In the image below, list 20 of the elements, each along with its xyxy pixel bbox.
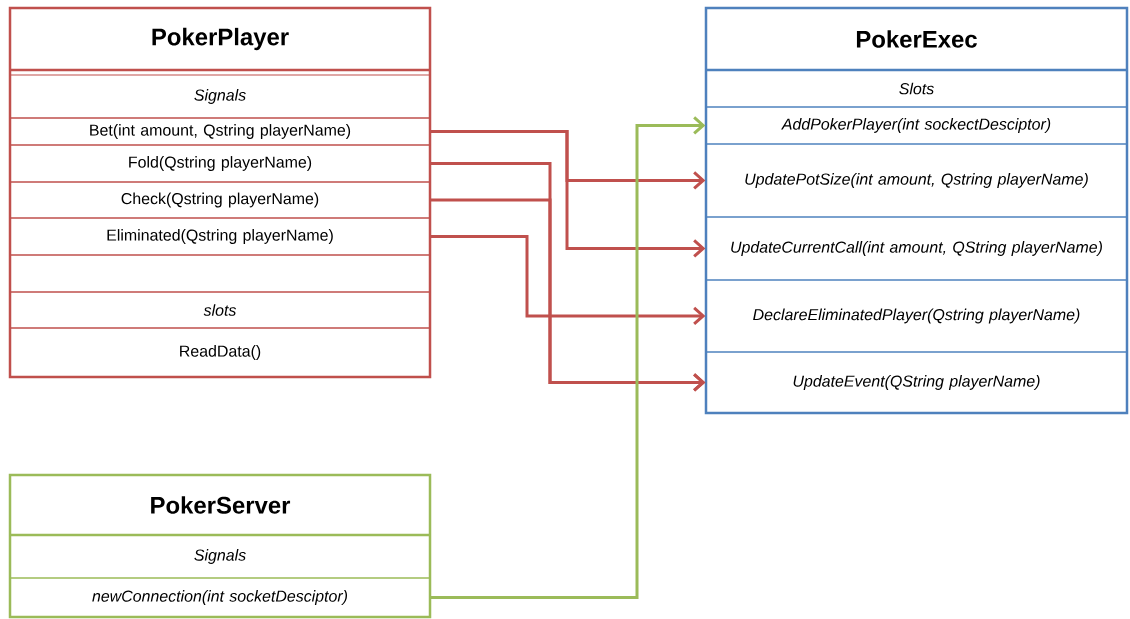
member-row: Slots (705, 69, 1128, 108)
arrow (430, 235, 706, 326)
member-row: UpdateEvent(QString playerName) (705, 351, 1128, 414)
member-row: Bet(int amount, Qstring playerName) (9, 117, 431, 146)
member-row: Signals (9, 534, 431, 579)
member-row: Signals (9, 74, 431, 119)
member-row: UpdatePotSize(int amount, Qstring playerName) (705, 143, 1128, 218)
member-row: DeclareEliminatedPlayer(Qstring playerName) (705, 279, 1128, 353)
arrow (430, 116, 706, 599)
arrow (430, 130, 706, 258)
member-row: UpdateCurrentCall(int amount, QString playerName) (705, 216, 1128, 281)
member-row: newConnection(int socketDesciptor) (9, 577, 431, 618)
member-row: ReadData() (9, 327, 431, 378)
member-row: Fold(Qstring playerName) (9, 144, 431, 183)
member-row: Check(Qstring playerName) (9, 181, 431, 219)
arrow (430, 198, 706, 392)
member-row: AddPokerPlayer(int sockectDesciptor) (705, 106, 1128, 145)
member-row: Eliminated(Qstring playerName) (9, 217, 431, 256)
empty-row (9, 254, 431, 293)
member-row: slots (9, 291, 431, 329)
